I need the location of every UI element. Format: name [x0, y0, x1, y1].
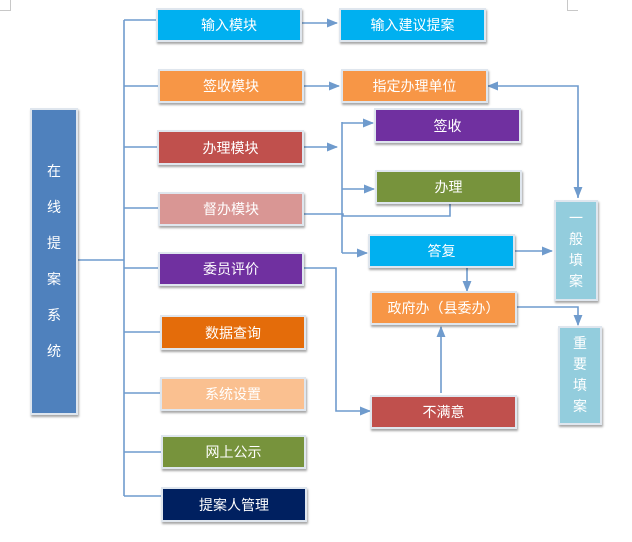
title-char: 在	[47, 163, 61, 180]
module-evaluate: 委员评价	[158, 252, 304, 286]
important-case-char: 填	[573, 377, 587, 394]
module-input: 输入模块	[156, 8, 302, 42]
page-corner-mark-left	[0, 0, 11, 11]
module-supervise: 督办模块	[158, 192, 304, 226]
flow-reply: 答复	[368, 234, 515, 268]
page-corner-mark-right	[567, 0, 578, 11]
flow-process: 办理	[375, 170, 522, 204]
title-char: 案	[47, 271, 61, 288]
flow-unsatisfied: 不满意	[370, 395, 517, 429]
flow-gov-office: 政府办（县委办）	[370, 291, 517, 325]
arrow-supervise-to-process	[304, 192, 455, 217]
flow-assign-unit: 指定办理单位	[341, 69, 488, 103]
module-proposer: 提案人管理	[161, 487, 307, 522]
arrow-evaluate-to-unsatisfied	[304, 267, 372, 416]
module-settings: 系统设置	[160, 377, 306, 411]
important-case-char: 案	[573, 398, 587, 415]
important-case-char: 重	[573, 335, 587, 352]
flow-input-proposal: 输入建议提案	[339, 8, 486, 42]
module-publish: 网上公示	[161, 435, 306, 469]
module-sign: 签收模块	[158, 69, 304, 103]
title-char: 线	[47, 199, 61, 216]
general-case-char: 一	[569, 210, 583, 227]
important-case-char: 要	[573, 356, 587, 373]
side-general-case: 一 般 填 案	[554, 200, 598, 301]
title-char: 统	[47, 343, 61, 360]
system-title-box: 在 线 提 案 系 统	[30, 108, 78, 415]
title-char: 提	[47, 235, 61, 252]
flow-sign-receipt: 签收	[374, 108, 521, 143]
side-important-case: 重 要 填 案	[558, 326, 602, 425]
general-case-char: 案	[569, 273, 583, 290]
module-handle: 办理模块	[157, 130, 304, 165]
module-query: 数据查询	[160, 315, 306, 350]
general-case-char: 般	[569, 231, 583, 248]
general-case-char: 填	[569, 252, 583, 269]
arrow-gov-to-important	[516, 306, 583, 327]
title-char: 系	[47, 307, 61, 324]
